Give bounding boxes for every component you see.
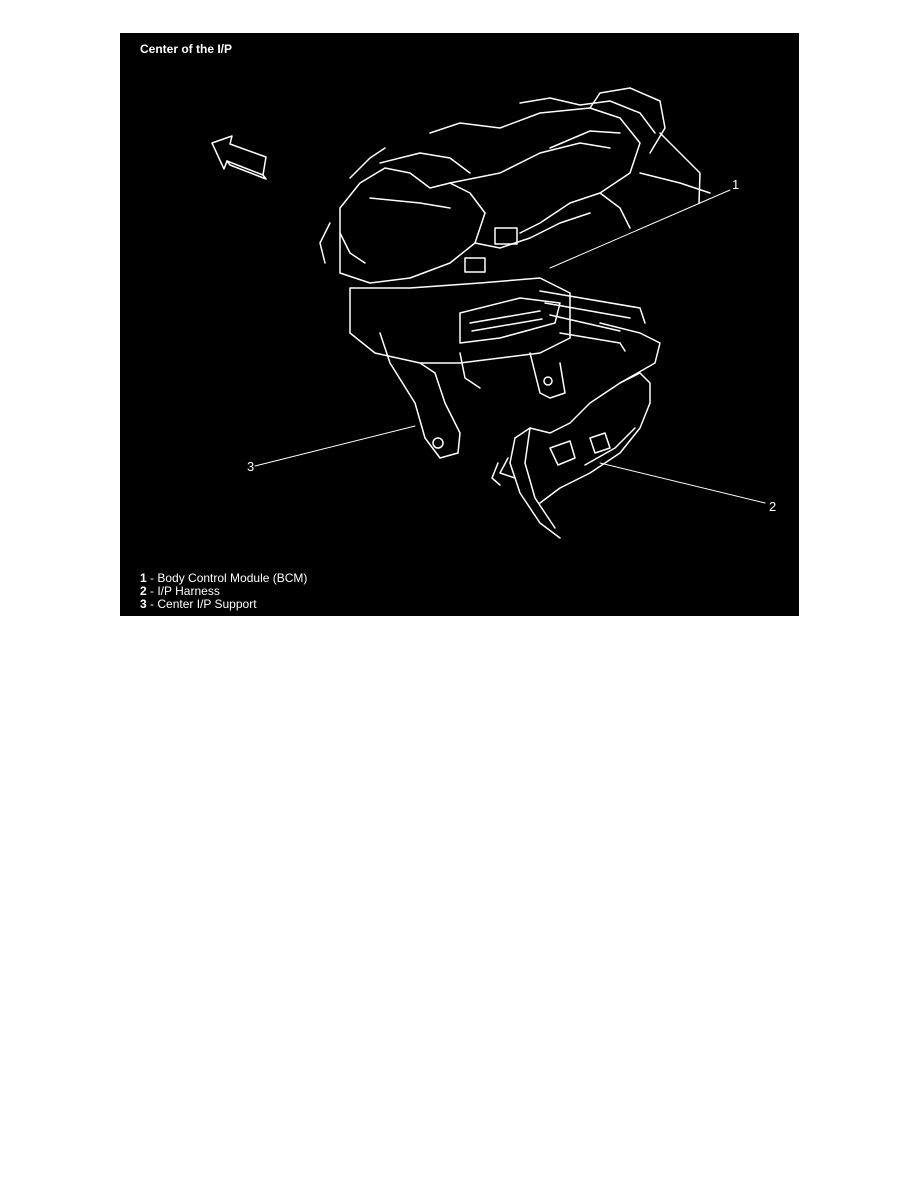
callout-3: 3 — [247, 459, 255, 474]
diagram-figure: Center of the I/P 1 2 3 1 - Body Control… — [120, 33, 799, 616]
direction-arrow-icon — [211, 135, 267, 180]
callout-2: 2 — [769, 499, 777, 514]
legend-item: 1 - Body Control Module (BCM) — [140, 571, 308, 585]
legend-item: 2 - I/P Harness — [140, 584, 220, 598]
ip-line-drawing — [211, 87, 766, 539]
figure-title: Center of the I/P — [140, 42, 233, 56]
legend: 1 - Body Control Module (BCM) 2 - I/P Ha… — [140, 572, 307, 611]
dash-structure — [319, 87, 711, 284]
center-support — [379, 332, 566, 459]
ip-harness — [491, 322, 661, 539]
callout-1: 1 — [732, 177, 740, 192]
legend-item: 3 - Center I/P Support — [140, 597, 257, 611]
bcm-module — [349, 277, 646, 364]
leader-lines — [254, 189, 766, 504]
